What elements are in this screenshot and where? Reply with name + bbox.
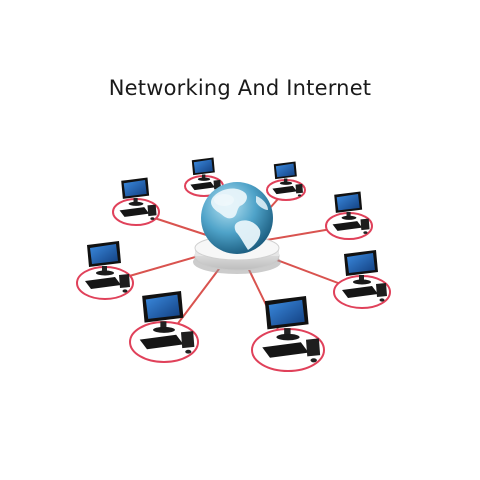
network-node xyxy=(266,161,306,201)
desktop-computer-icon xyxy=(139,291,195,354)
desktop-computer-icon xyxy=(342,250,387,302)
network-node xyxy=(325,191,373,240)
desktop-computer-icon xyxy=(85,241,130,293)
node-group xyxy=(76,157,391,372)
network-node xyxy=(76,241,134,300)
network-node xyxy=(251,296,325,372)
diagram-title: Networking And Internet xyxy=(108,76,372,100)
network-node xyxy=(333,250,391,309)
desktop-computer-icon xyxy=(272,161,303,197)
network-node xyxy=(112,177,160,226)
globe-hub xyxy=(193,182,281,274)
desktop-computer-icon xyxy=(190,157,221,193)
desktop-computer-icon xyxy=(262,296,321,363)
network-node xyxy=(129,291,199,363)
network-node xyxy=(184,157,224,197)
desktop-computer-icon xyxy=(332,191,370,234)
desktop-computer-icon xyxy=(119,177,157,220)
globe-icon xyxy=(201,182,273,254)
